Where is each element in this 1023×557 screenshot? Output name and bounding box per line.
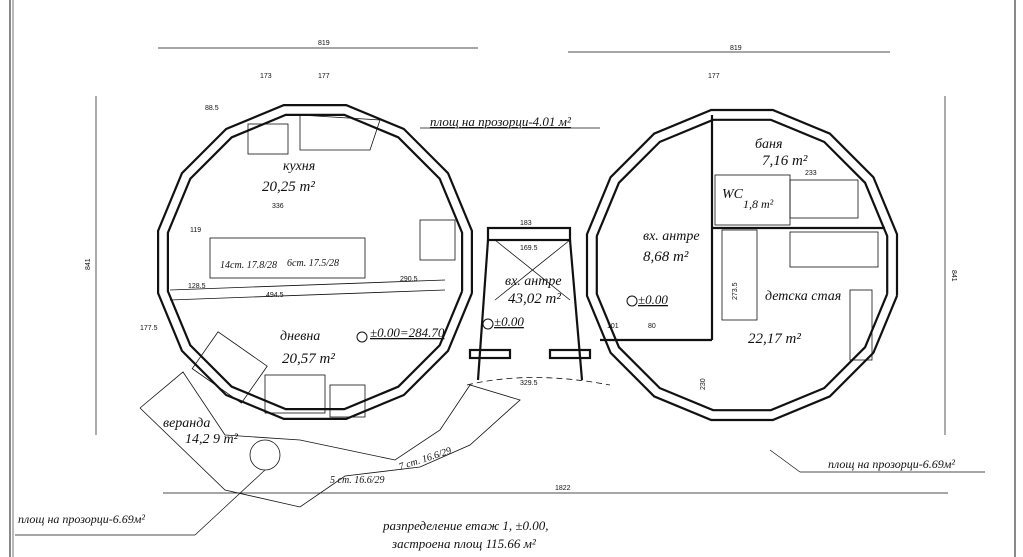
kids-room-furniture [600, 115, 885, 361]
stair-label-4: 7 ст. 16.6/29 [398, 446, 453, 473]
bath-name: баня [755, 137, 783, 152]
dim-885: 88.5 [205, 105, 219, 112]
right-round-wall-inner [595, 118, 889, 412]
dimension-lines [15, 47, 985, 536]
dim-2905: 290.5 [400, 276, 418, 283]
dim-177: 177 [318, 73, 330, 80]
stair-label-1: 14ст. 17.8/28 [220, 260, 277, 271]
dim-119: 119 [190, 227, 201, 234]
dim-233: 233 [805, 170, 817, 177]
level-marker-icon [356, 331, 368, 343]
dim-top-right: 819 [730, 45, 742, 52]
kitchen-name: кухня [283, 159, 315, 174]
center-hall-name: вх. антре [505, 274, 562, 289]
right-hall-area: 8,68 m² [643, 249, 689, 265]
stair-label-3: 5 ст. 16.6/29 [330, 475, 385, 486]
dim-1285: 128.5 [188, 283, 206, 290]
dim-230: 230 [700, 378, 707, 390]
veranda-outline [139, 371, 521, 508]
left-round-wall-inner [166, 113, 464, 411]
living-name: дневна [280, 329, 320, 344]
caption-line-1: разпределение етаж 1, ±0.00, [382, 518, 549, 533]
bath-area: 7,16 m² [762, 153, 808, 169]
wc-name: WC [722, 187, 744, 202]
veranda-name: веранда [163, 416, 210, 431]
kitchen-stair [169, 114, 456, 301]
living-area: 20,57 m² [282, 351, 335, 367]
dim-right-height: 841 [950, 270, 957, 282]
dim-2735: 273.5 [732, 282, 739, 300]
windows-area-right: площ на прозорци-6.69м² [828, 457, 955, 471]
dim-top-left: 819 [318, 40, 330, 47]
dim-1775: 177.5 [140, 325, 158, 332]
dim-bottom-total: 1822 [555, 485, 571, 492]
right-hall-level: ±0.00 [638, 292, 668, 307]
dim-corridor: 183 [520, 220, 532, 227]
kids-room-name: детска стая [765, 289, 841, 304]
dim-corridor-inner: 169.5 [520, 245, 538, 252]
caption-line-2: застроена площ 115.66 м² [391, 536, 537, 551]
dim-80: 80 [648, 323, 656, 330]
windows-area-top: площ на прозорци-4.01 м² [430, 114, 572, 129]
kitchen-area: 20,25 m² [262, 179, 315, 195]
dim-336: 336 [272, 203, 284, 210]
level-marker-icon [482, 318, 494, 330]
corridor-walls [466, 226, 611, 386]
wc-area: 1,8 m² [743, 197, 774, 211]
living-level: ±0.00=284.70 [370, 325, 445, 340]
right-round-wall-outer [585, 108, 899, 422]
center-hall-area: 43,02 m² [508, 291, 561, 307]
sofas [191, 331, 366, 418]
left-round-wall-outer [157, 103, 473, 420]
stair-label-2: 6ст. 17.5/28 [287, 258, 339, 269]
veranda-area: 14,2 9 m² [185, 432, 239, 447]
level-marker-icon [626, 295, 638, 307]
windows-area-left: площ на прозорци-6.69м² [18, 512, 145, 526]
dim-101: 101 [607, 323, 619, 330]
walls [157, 103, 899, 422]
dim-173: 173 [260, 73, 272, 80]
hall-level: ±0.00 [494, 314, 524, 329]
veranda-table [249, 439, 281, 471]
dim-3295: 329.5 [520, 380, 538, 387]
dim-left-height: 841 [85, 258, 92, 270]
right-hall-name: вх. антре [643, 229, 700, 244]
dim-4945: 494.5 [266, 292, 284, 299]
kids-room-area: 22,17 m² [748, 331, 801, 347]
dim-177-right: 177 [708, 73, 720, 80]
